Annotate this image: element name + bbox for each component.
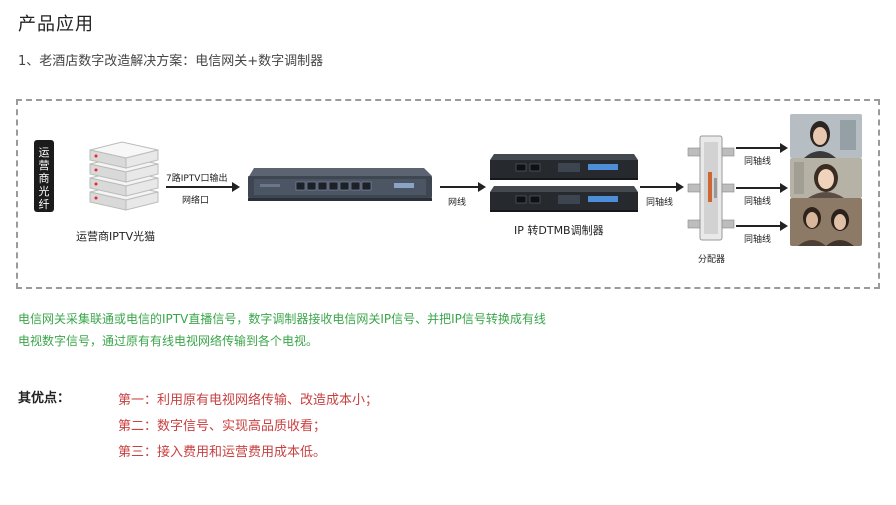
feature-item-2: 第二：数字信号、实现高品质收看； <box>118 419 327 434</box>
link2-arrow <box>440 182 486 192</box>
tv-screen-3 <box>790 198 862 246</box>
operator-fiber-badge: 运 营 商 光 纤 <box>34 140 54 212</box>
link1-arrow <box>166 182 240 192</box>
output-label-3: 同轴线 <box>744 235 772 245</box>
tv-screen-1 <box>790 114 862 158</box>
output-arrow-3 <box>736 221 788 231</box>
onu-label: 运营商IPTV光猫 <box>76 230 156 243</box>
output-arrow-1 <box>736 143 788 153</box>
page-title: 产品应用 <box>18 14 94 35</box>
output-label-2: 同轴线 <box>744 197 772 207</box>
description-line-1: 电信网关采集联通或电信的IPTV直播信号，数字调制器接收电信网关IP信号、并把I… <box>18 312 546 326</box>
link1-bottom-label: 网络口 <box>182 196 210 206</box>
modulator-label: IP 转DTMB调制器 <box>514 224 604 237</box>
link2-label: 网线 <box>448 198 467 208</box>
link1-top-label: 7路IPTV口输出 <box>166 174 228 184</box>
description-line-2: 电视数字信号，通过原有有线电视网络传输到各个电视。 <box>18 334 319 348</box>
output-arrow-2 <box>736 183 788 193</box>
features-label: 其优点： <box>18 391 71 406</box>
page-subtitle: 1、老酒店数字改造解决方案：电信网关+数字调制器 <box>18 54 324 69</box>
telecom-gateway-device <box>248 168 432 201</box>
output-label-1: 同轴线 <box>744 157 772 167</box>
link3-label: 同轴线 <box>646 198 674 208</box>
dtmb-modulator-device <box>490 154 638 212</box>
splitter-label: 分配器 <box>698 255 726 265</box>
feature-item-1: 第一：利用原有电视网络传输、改造成本小； <box>118 393 379 408</box>
link3-arrow <box>640 182 684 192</box>
feature-item-3: 第三：接入费用和运营费用成本低。 <box>118 445 327 460</box>
iptv-onu-device <box>89 141 159 211</box>
splitter-device <box>687 135 735 241</box>
diagram-frame <box>16 99 880 289</box>
tv-screen-2 <box>790 158 862 198</box>
